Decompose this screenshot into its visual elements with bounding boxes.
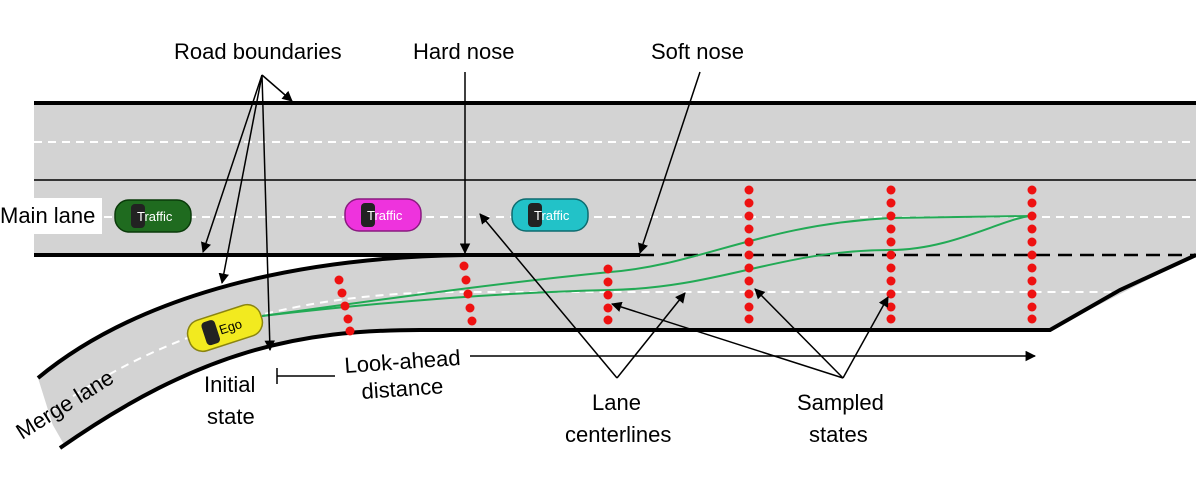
look-ahead-label-line1: Look-ahead — [344, 345, 462, 378]
sample-state-dot — [461, 275, 471, 285]
traffic-car-2: Traffic — [344, 198, 422, 232]
sample-state-dot — [343, 314, 353, 324]
traffic-car-3: Traffic — [511, 198, 589, 232]
sample-state-dot — [886, 276, 896, 286]
sample-state-dot — [886, 314, 896, 324]
sample-state-dot — [459, 261, 469, 271]
ego-car-label: Ego — [217, 316, 244, 337]
arrow-sampled-state-2 — [754, 288, 844, 379]
sample-column-2 — [459, 261, 477, 326]
sample-state-dot — [886, 211, 896, 221]
sample-state-dot — [603, 264, 613, 274]
soft-nose-label: Soft nose — [651, 39, 744, 64]
sample-state-dot — [886, 289, 896, 299]
road-boundaries-label: Road boundaries — [174, 39, 342, 64]
arrow-lane-centerline-main — [479, 213, 618, 379]
arrow-road-boundary-top — [261, 74, 293, 102]
lane-centerlines-label-line1: Lane — [592, 390, 641, 415]
arrow-road-boundary-main — [201, 74, 263, 253]
ego-car: Ego — [186, 303, 264, 353]
sample-state-dot — [886, 263, 896, 273]
sample-state-dot — [886, 224, 896, 234]
main-road — [34, 103, 1196, 255]
traffic-car-2-windshield — [361, 203, 375, 227]
sample-state-dot — [1027, 185, 1037, 195]
main-lane-label-bg — [0, 198, 102, 234]
sample-state-dot — [603, 303, 613, 313]
annotation-arrows — [201, 71, 1037, 384]
traffic-car-2-label: Traffic — [367, 208, 403, 223]
sample-state-dot — [744, 276, 754, 286]
sample-state-dot — [886, 250, 896, 260]
sample-state-dot — [603, 290, 613, 300]
sample-state-dot — [886, 198, 896, 208]
sample-state-dot — [886, 237, 896, 247]
sampled-states — [334, 185, 1037, 336]
traffic-car-3-label: Traffic — [534, 208, 570, 223]
sampled-states-label-line2: states — [809, 422, 868, 447]
arrow-sampled-state-1 — [611, 301, 844, 379]
initial-state-label-line1: Initial — [204, 372, 255, 397]
ego-car-windshield — [201, 320, 221, 346]
hard-nose-label: Hard nose — [413, 39, 515, 64]
lane-centerlines-label-line2: centerlines — [565, 422, 671, 447]
merge-road-end — [20, 385, 70, 470]
sample-state-dot — [744, 224, 754, 234]
sample-column-6 — [1027, 185, 1037, 324]
arrow-road-boundary-merge-lower — [261, 74, 275, 352]
sample-state-dot — [744, 211, 754, 221]
centerline-merge — [49, 291, 1120, 413]
sample-state-dot — [744, 289, 754, 299]
merge-upper-boundary — [36, 253, 466, 380]
sample-column-5 — [886, 185, 896, 324]
sample-column-4 — [744, 185, 754, 324]
sample-state-dot — [744, 263, 754, 273]
merge-road — [38, 255, 1196, 448]
sample-state-dot — [744, 185, 754, 195]
sampled-states-label-line1: Sampled — [797, 390, 884, 415]
sample-state-dot — [603, 277, 613, 287]
sample-state-dot — [744, 198, 754, 208]
traffic-car-1: Traffic — [114, 199, 192, 233]
sample-state-dot — [744, 314, 754, 324]
initial-state-label-line2: state — [207, 404, 255, 429]
sample-state-dot — [337, 288, 347, 298]
sample-state-dot — [1027, 237, 1037, 247]
sample-state-dot — [345, 326, 355, 336]
look-ahead-label-line2: distance — [361, 373, 444, 404]
sample-state-dot — [463, 289, 473, 299]
main-lane-label: Main lane — [0, 203, 95, 228]
arrow-sampled-state-3 — [842, 296, 889, 379]
arrow-lane-centerline-merge — [616, 292, 686, 379]
sample-state-dot — [467, 316, 477, 326]
sample-state-dot — [340, 301, 350, 311]
sample-column-3 — [603, 264, 613, 325]
traffic-car-1-label: Traffic — [137, 209, 173, 224]
sample-state-dot — [1027, 211, 1037, 221]
sample-state-dot — [1027, 276, 1037, 286]
sample-state-dot — [1027, 289, 1037, 299]
sample-state-dot — [603, 315, 613, 325]
sample-state-dot — [334, 275, 344, 285]
arrow-soft-nose — [637, 71, 701, 254]
arrow-road-boundary-merge-upper — [218, 74, 263, 285]
sample-state-dot — [1027, 250, 1037, 260]
sample-state-dot — [1027, 198, 1037, 208]
sample-state-dot — [1027, 302, 1037, 312]
sample-state-dot — [886, 302, 896, 312]
sample-state-dot — [886, 185, 896, 195]
sample-state-dot — [744, 237, 754, 247]
sample-column-1 — [334, 275, 355, 336]
sample-state-dot — [744, 250, 754, 260]
sample-state-dot — [465, 303, 475, 313]
sample-state-dot — [1027, 224, 1037, 234]
sample-state-dot — [1027, 263, 1037, 273]
sample-state-dot — [1027, 314, 1037, 324]
traffic-car-1-windshield — [131, 204, 145, 228]
sample-state-dot — [744, 302, 754, 312]
trajectory-lower — [261, 215, 1031, 317]
traffic-car-3-windshield — [528, 203, 542, 227]
